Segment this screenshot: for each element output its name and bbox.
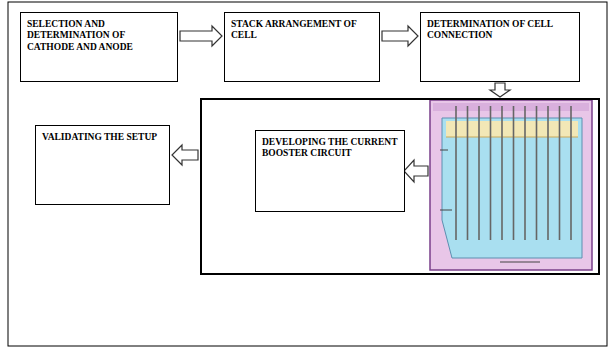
block-arrow <box>180 26 222 46</box>
box-label: SELECTION AND DETERMINATION OF CATHODE A… <box>27 19 171 53</box>
group-box: DEVELOPING THE CURRENT BOOSTER CIRCUIT <box>200 98 600 275</box>
block-arrow <box>404 160 428 182</box>
box-label: DEVELOPING THE CURRENT BOOSTER CIRCUIT <box>262 137 398 160</box>
process-box: STACK ARRANGEMENT OF CELL <box>224 12 380 82</box>
block-arrow <box>490 83 510 97</box>
block-arrow <box>382 26 418 46</box>
process-box: DETERMINATION OF CELL CONNECTION <box>420 12 580 82</box>
cell-illustration <box>430 100 592 270</box>
outer-frame <box>8 2 607 346</box>
box-label: DETERMINATION OF CELL CONNECTION <box>427 19 573 42</box>
block-arrow <box>172 145 198 165</box>
box-label: VALIDATING THE SETUP <box>42 132 163 143</box>
process-box: VALIDATING THE SETUP <box>35 125 170 205</box>
process-box: DEVELOPING THE CURRENT BOOSTER CIRCUIT <box>255 130 405 212</box>
box-label: STACK ARRANGEMENT OF CELL <box>231 19 373 42</box>
process-box: SELECTION AND DETERMINATION OF CATHODE A… <box>20 12 178 82</box>
